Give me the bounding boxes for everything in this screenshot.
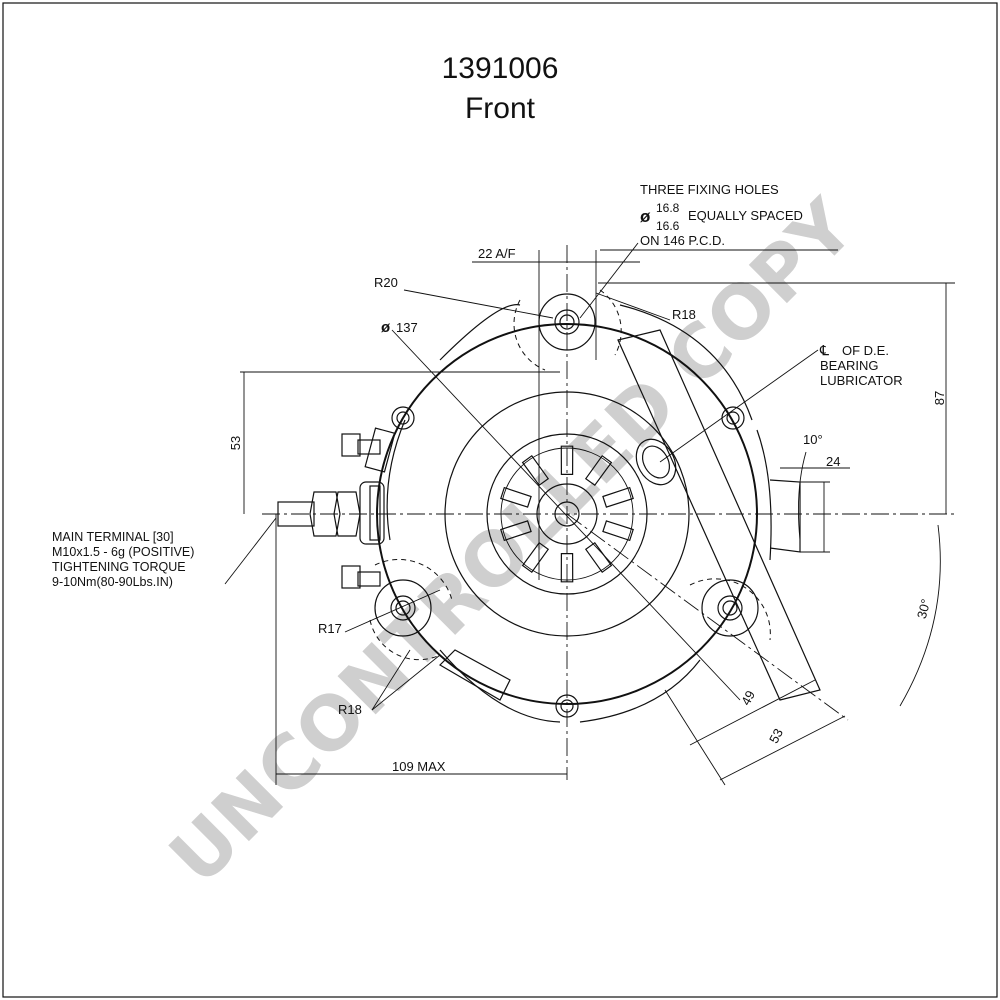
terminal-line1: MAIN TERMINAL [30] (52, 530, 174, 544)
dim-53-diagonal: 53 (766, 726, 786, 746)
dim-dia-137: 137 (396, 320, 418, 335)
bearing-line1: OF D.E. (842, 343, 889, 358)
main-terminal (277, 427, 396, 589)
pcd-note: ON 146 P.C.D. (640, 233, 725, 248)
fan-tooth (584, 541, 613, 574)
dimension-lines (224, 242, 955, 786)
dim-angle-30: 30° (914, 597, 934, 620)
fixing-holes-line1: THREE FIXING HOLES (640, 182, 779, 197)
bearing-line2: BEARING (820, 358, 879, 373)
dim-87: 87 (932, 391, 947, 405)
part-number: 1391006 (442, 52, 559, 85)
fan-tooth (500, 486, 532, 508)
dim-across-flats: 22 A/F (478, 246, 516, 261)
terminal-line3: TIGHTENING TORQUE (52, 560, 186, 574)
fan-tooth (560, 445, 574, 475)
spacing-note: EQUALLY SPACED (688, 208, 803, 223)
dim-r17: R17 (318, 621, 342, 636)
terminal-line4: 9-10Nm(80-90Lbs.IN) (52, 575, 173, 589)
dim-r18-top: R18 (672, 307, 696, 322)
center-lines (262, 245, 955, 780)
fan-tooth (560, 552, 574, 583)
diameter-symbol: ø (640, 207, 651, 226)
fan-tooth (602, 520, 634, 542)
fan-tooth (602, 486, 634, 508)
dim-24: 24 (826, 454, 840, 469)
dimension-labels: 22 A/F R20 R18 ø 137 53 87 10° 24 R17 R1… (228, 246, 947, 774)
fan-tooth (521, 541, 550, 574)
dim-r18-bottom: R18 (338, 702, 362, 717)
centerline-symbol: ℄ (819, 342, 829, 358)
dim-49: 49 (738, 688, 758, 708)
view-title: Front (465, 92, 536, 125)
fixing-holes-callout: THREE FIXING HOLES ø 16.8 16.6 EQUALLY S… (640, 182, 803, 248)
tolerance-upper: 16.8 (656, 201, 680, 215)
dim-109-max: 109 MAX (392, 759, 446, 774)
bearing-callout: ℄ OF D.E. BEARING LUBRICATOR (819, 342, 903, 388)
fan-pulley (500, 445, 634, 583)
dim-r20: R20 (374, 275, 398, 290)
dim-53-left: 53 (228, 436, 243, 450)
bearing-line3: LUBRICATOR (820, 373, 903, 388)
watermark: UNCONTROLLED COPY (154, 183, 872, 901)
dim-angle-10: 10° (803, 432, 823, 447)
main-terminal-callout: MAIN TERMINAL [30] M10x1.5 - 6g (POSITIV… (52, 530, 194, 589)
dia-symbol: ø (381, 319, 391, 336)
fan-tooth (500, 520, 532, 542)
terminal-line2: M10x1.5 - 6g (POSITIVE) (52, 545, 194, 559)
tolerance-lower: 16.6 (656, 219, 680, 233)
fan-tooth (584, 454, 613, 487)
fan-tooth (521, 454, 550, 487)
